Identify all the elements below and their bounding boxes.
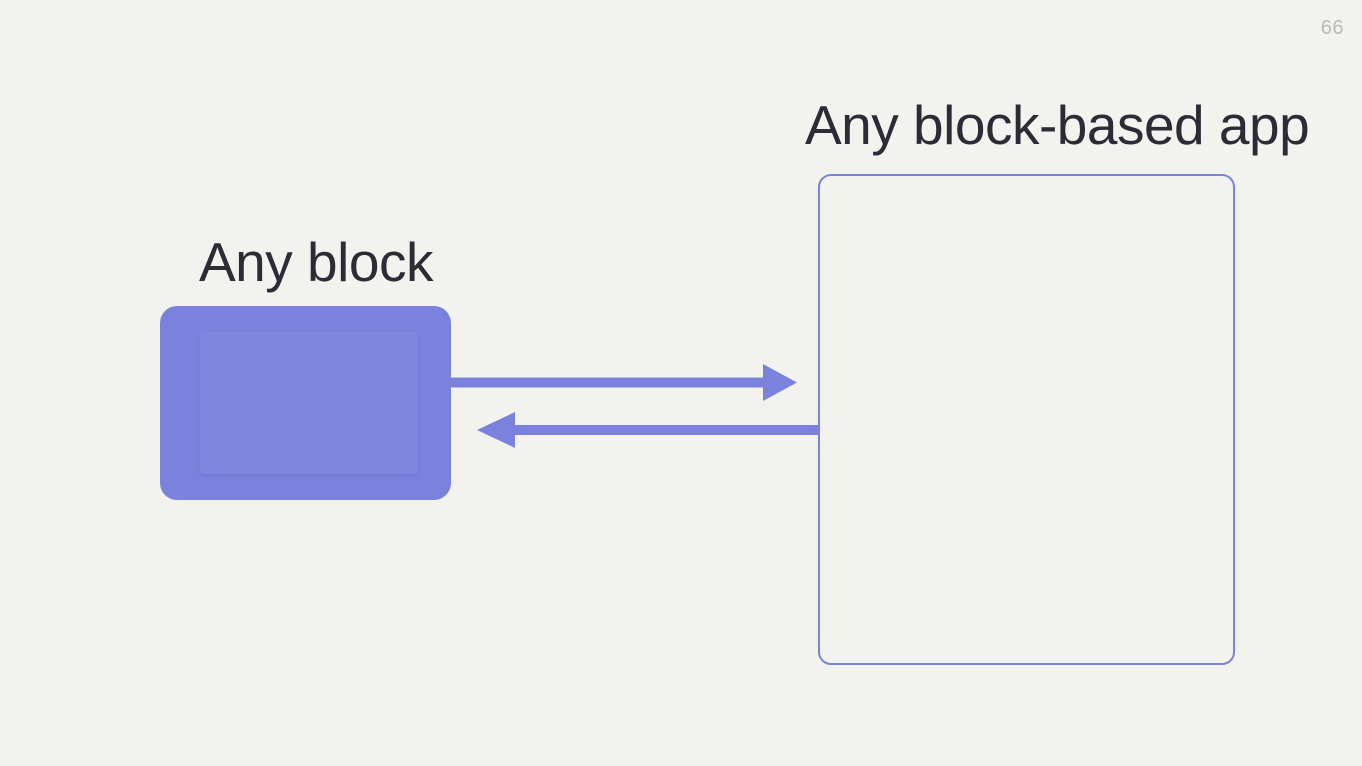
heading-any-block-based-app: Any block-based app: [805, 94, 1310, 156]
any-block-shape: [160, 306, 451, 500]
any-block-based-app-frame: [818, 174, 1235, 665]
arrow-block-to-app: [451, 364, 797, 401]
any-block-inner-surface: [200, 332, 418, 474]
page-number: 66: [1320, 17, 1344, 39]
heading-any-block: Any block: [199, 231, 433, 293]
arrow-app-to-block: [477, 412, 820, 448]
